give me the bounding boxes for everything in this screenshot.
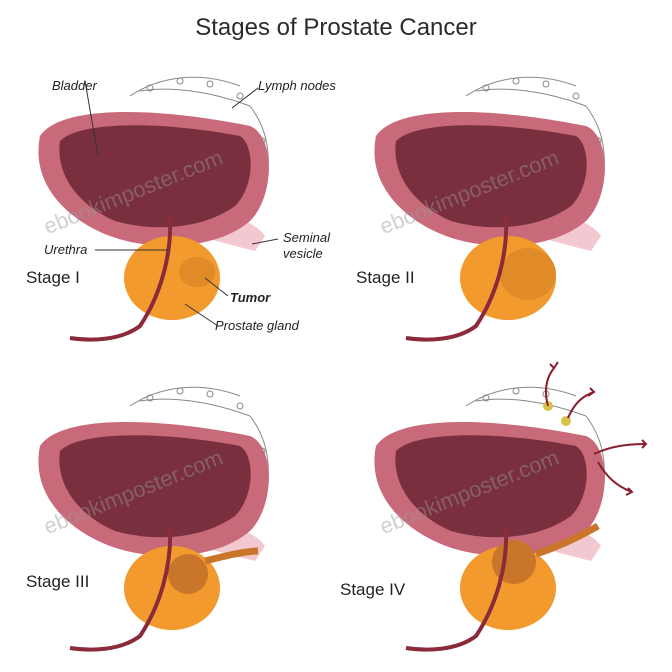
- bladder-inner: [395, 435, 587, 538]
- prostate-gland: [124, 236, 220, 320]
- lymph-nodes: [129, 76, 269, 177]
- seminal-vesicle-label-line2: vesicle: [283, 246, 323, 261]
- tumor: [168, 554, 208, 594]
- seminal-vesicle-label-line1: Seminal: [283, 230, 330, 245]
- bladder-inner: [59, 125, 251, 228]
- leader-lines: [84, 80, 279, 327]
- bladder-label: Bladder: [52, 78, 97, 93]
- tumor: [500, 248, 556, 300]
- stage-label: Stage III: [26, 572, 90, 591]
- urethra-label: Urethra: [44, 242, 88, 257]
- stage-label: Stage II: [356, 268, 415, 287]
- tumor-spread-vesicle: [534, 522, 600, 558]
- stage-4-panel: Stage IV ebookimposter.com: [336, 356, 672, 666]
- lymph-nodes-label: Lymph nodes: [258, 78, 336, 93]
- tumor: [492, 540, 536, 584]
- bladder-inner: [59, 435, 251, 538]
- prostate-gland-label: Prostate gland: [215, 318, 299, 333]
- stage-3-illustration: [38, 386, 269, 652]
- bladder-inner: [395, 125, 587, 228]
- tumor-label: Tumor: [230, 290, 271, 305]
- urethra: [69, 215, 173, 342]
- tumor-spread-vesicle: [204, 547, 259, 565]
- diagram-title: Stages of Prostate Cancer: [195, 14, 477, 41]
- urethra: [405, 215, 509, 342]
- stage-label: Stage IV: [340, 580, 406, 599]
- urethra: [405, 525, 509, 652]
- stage-3-panel: Stage III ebookimposter.com: [0, 356, 336, 666]
- stage-label: Stage I: [26, 268, 80, 287]
- metastasis-arrows: [545, 361, 648, 496]
- stage-1-panel: Bladder Lymph nodes Urethra Seminal vesi…: [0, 46, 336, 356]
- urethra: [69, 525, 173, 652]
- stage-1-illustration: [38, 76, 279, 342]
- stage-2-illustration: [374, 76, 605, 342]
- tumor: [179, 257, 215, 287]
- stage-4-illustration: [374, 361, 648, 652]
- stage-2-panel: Stage II ebookimposter.com: [336, 46, 672, 356]
